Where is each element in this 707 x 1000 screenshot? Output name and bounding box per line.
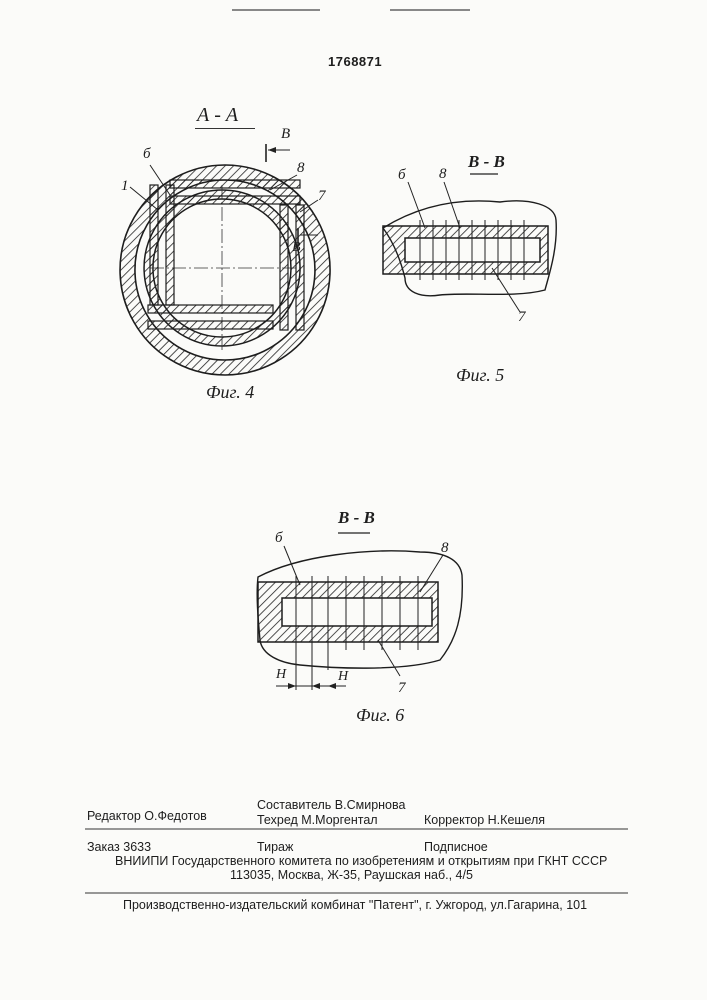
footer-publisher: Производственно-издательский комбинат "П… <box>123 898 587 912</box>
fig4-section-arrow-label-lower: В <box>292 240 301 256</box>
fig6-label-6: б <box>275 530 283 547</box>
fig4-label-7: 7 <box>318 188 326 205</box>
fig4-caption: Фиг. 4 <box>206 382 254 403</box>
fig4-label-6: б <box>143 146 151 163</box>
fig4-label-1: 1 <box>121 178 129 195</box>
figure-4-drawing <box>120 144 330 375</box>
fig6-label-8: 8 <box>441 540 449 557</box>
fig4-section-title: А - А <box>197 104 238 127</box>
footer-address: 113035, Москва, Ж-35, Раушская наб., 4/5 <box>230 868 473 882</box>
footer-corrector: Корректор Н.Кешеля <box>424 813 545 827</box>
footer-subscription: Подписное <box>424 840 488 854</box>
fig4-label-8: 8 <box>297 160 305 177</box>
footer-editor: Редактор О.Федотов <box>87 809 207 823</box>
footer-compiler: Составитель В.Смирнова <box>257 798 405 812</box>
fig6-dimension-h-right: H <box>338 669 348 685</box>
footer-institute: ВНИИПИ Государственного комитета по изоб… <box>115 854 607 868</box>
figure-5-drawing <box>383 174 556 312</box>
fig4-section-arrow-label: В <box>281 126 290 143</box>
footer-print-run: Тираж <box>257 840 293 854</box>
fig5-label-7: 7 <box>518 309 526 326</box>
fig6-caption: Фиг. 6 <box>356 705 404 726</box>
fig5-label-6: б <box>398 167 406 184</box>
fig6-section-title: В - В <box>338 508 375 528</box>
fig6-dimension-h-left: H <box>276 667 286 683</box>
fig6-label-7: 7 <box>398 680 406 697</box>
fig5-label-8: 8 <box>439 166 447 183</box>
figure-6-drawing <box>257 533 462 690</box>
fig5-caption: Фиг. 5 <box>456 365 504 386</box>
fig5-section-title: В - В <box>468 152 505 172</box>
footer-order: Заказ 3633 <box>87 840 151 854</box>
footer-techred: Техред М.Моргентал <box>257 813 378 827</box>
